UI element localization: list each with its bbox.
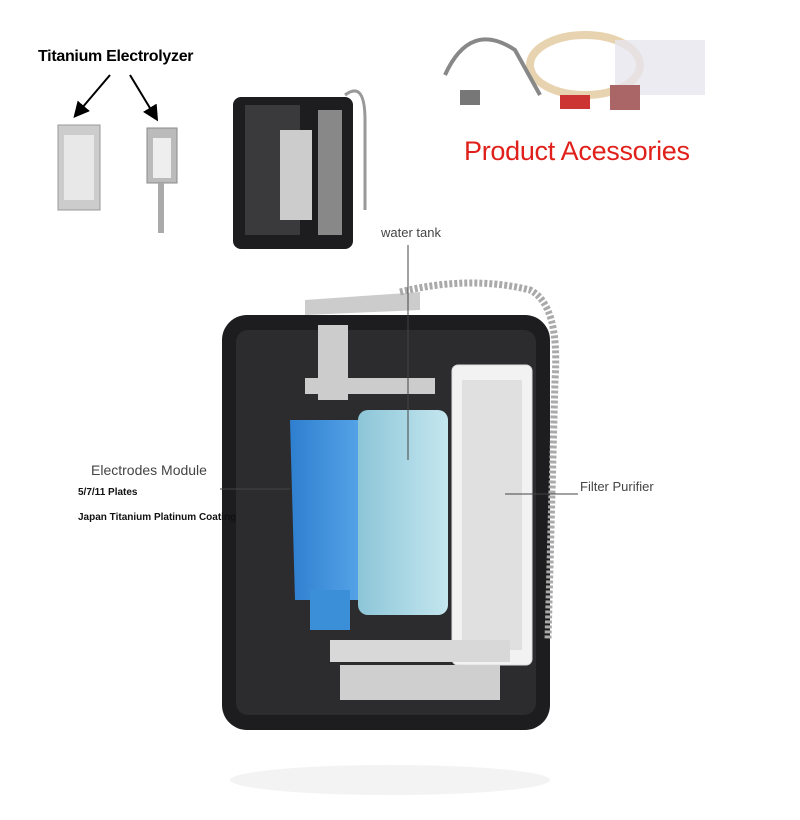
product-accessories-label: Product Acessories <box>464 136 690 166</box>
electrolyzer-thumbnails <box>57 124 178 233</box>
plates-label: 5/7/11 Plates <box>78 487 138 498</box>
electrodes-module-label: Electrodes Module <box>91 462 207 478</box>
filter-purifier-label: Filter Purifier <box>580 479 654 494</box>
water-tank-label: water tank <box>381 225 441 240</box>
accessories-image <box>443 31 705 110</box>
coating-label: Japan Titanium Platinum Coating <box>78 512 237 523</box>
small-unit-image <box>233 89 367 249</box>
arrow-icons <box>73 74 159 122</box>
main-unit-image <box>220 245 578 795</box>
titanium-electrolyzer-label: Titanium Electrolyzer <box>38 48 194 65</box>
